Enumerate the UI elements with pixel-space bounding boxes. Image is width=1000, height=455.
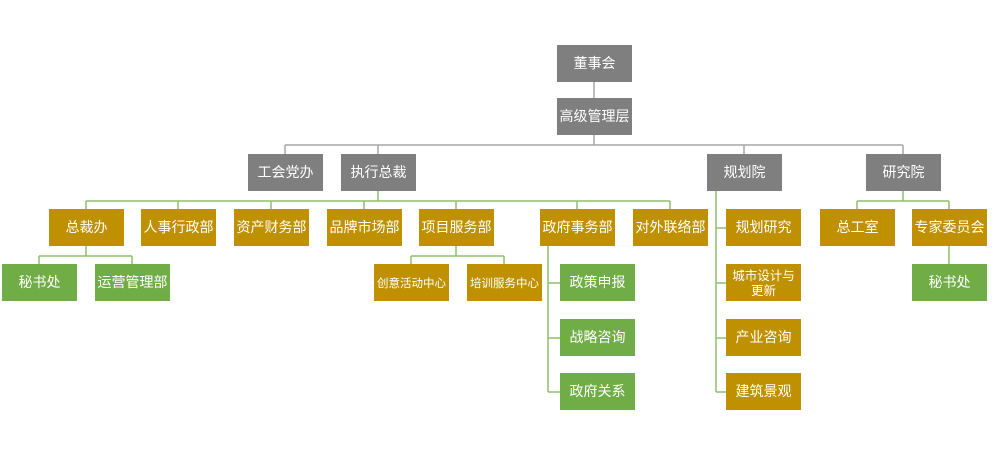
research-institute-node: 研究院 (866, 154, 941, 191)
creative-activity-center-node: 创意活动中心 (374, 264, 449, 301)
policy-filing-node: 政策申报 (560, 264, 635, 301)
government-affairs-node: 政府事务部 (540, 209, 615, 246)
union-party-office-node: 工会党办 (248, 154, 323, 191)
secretariat-node: 秘书处 (2, 264, 77, 301)
planning-institute-node: 规划院 (707, 154, 782, 191)
board-node: 董事会 (557, 45, 632, 82)
senior-management-node: 高级管理层 (557, 98, 632, 135)
strategy-consulting-node: 战略咨询 (560, 319, 635, 356)
operations-management-node: 运营管理部 (95, 264, 170, 301)
industry-consulting-node: 产业咨询 (726, 319, 801, 356)
hr-admin-node: 人事行政部 (141, 209, 216, 246)
expert-committee-node: 专家委员会 (912, 209, 987, 246)
urban-design-renewal-node: 城市设计与更新 (726, 264, 801, 301)
brand-marketing-node: 品牌市场部 (327, 209, 402, 246)
external-liaison-node: 对外联络部 (633, 209, 708, 246)
government-relations-node: 政府关系 (560, 373, 635, 410)
general-engineer-office-node: 总工室 (820, 209, 895, 246)
asset-finance-node: 资产财务部 (234, 209, 309, 246)
architecture-landscape-node: 建筑景观 (726, 373, 801, 410)
ceo-office-node: 总裁办 (49, 209, 124, 246)
planning-research-node: 规划研究 (726, 209, 801, 246)
executive-president-node: 执行总裁 (341, 154, 416, 191)
training-service-center-node: 培训服务中心 (467, 264, 542, 301)
research-secretariat-node: 秘书处 (912, 264, 987, 301)
project-services-node: 项目服务部 (419, 209, 494, 246)
